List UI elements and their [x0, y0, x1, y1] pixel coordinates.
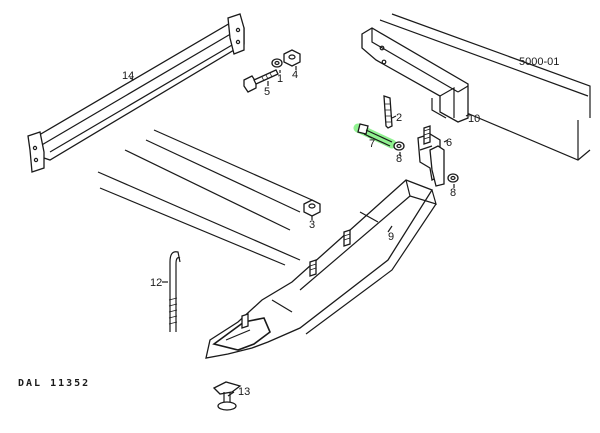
drawing-code: DAL 11352: [18, 378, 90, 389]
callout-13[interactable]: 13: [238, 386, 250, 398]
callouts: 14 5 1 4 2 7 8 6 8 10 3 9 12 13: [122, 69, 480, 398]
screw-part-2[interactable]: [383, 95, 393, 129]
support-arm-part-9[interactable]: [205, 179, 437, 359]
callout-8-upper[interactable]: 8: [396, 153, 402, 165]
leader-lines: [129, 66, 471, 397]
guide-lines: [97, 129, 313, 266]
bolt-part-5[interactable]: [243, 69, 279, 93]
callout-14[interactable]: 14: [122, 70, 134, 82]
bolt-part-7-highlighted[interactable]: [353, 123, 397, 149]
callout-12[interactable]: 12: [150, 277, 162, 289]
callout-7[interactable]: 7: [369, 138, 375, 150]
callout-1[interactable]: 1: [277, 73, 283, 85]
callout-10[interactable]: 10: [468, 113, 480, 125]
frame-rail: [379, 13, 591, 161]
washer-part-1[interactable]: [271, 58, 283, 68]
callout-9[interactable]: 9: [388, 231, 394, 243]
callout-4[interactable]: 4: [292, 69, 298, 81]
callout-6[interactable]: 6: [446, 137, 452, 149]
callout-2[interactable]: 2: [396, 112, 402, 124]
hook-bolt-part-12[interactable]: [168, 251, 181, 332]
bracket-part-10[interactable]: [361, 27, 469, 123]
nut-part-4[interactable]: [283, 49, 301, 67]
washer-part-8-upper[interactable]: [393, 141, 405, 151]
callout-5[interactable]: 5: [264, 86, 270, 98]
leveling-foot-part-13[interactable]: [212, 381, 242, 411]
nut-part-3[interactable]: [303, 199, 321, 217]
reference-code: 5000-01: [519, 56, 559, 68]
callout-8-lower[interactable]: 8: [450, 187, 456, 199]
callout-3[interactable]: 3: [309, 219, 315, 231]
washer-part-8-lower[interactable]: [447, 173, 459, 183]
cross-member-part-14[interactable]: [27, 13, 245, 173]
clamp-part-6[interactable]: [417, 125, 445, 187]
